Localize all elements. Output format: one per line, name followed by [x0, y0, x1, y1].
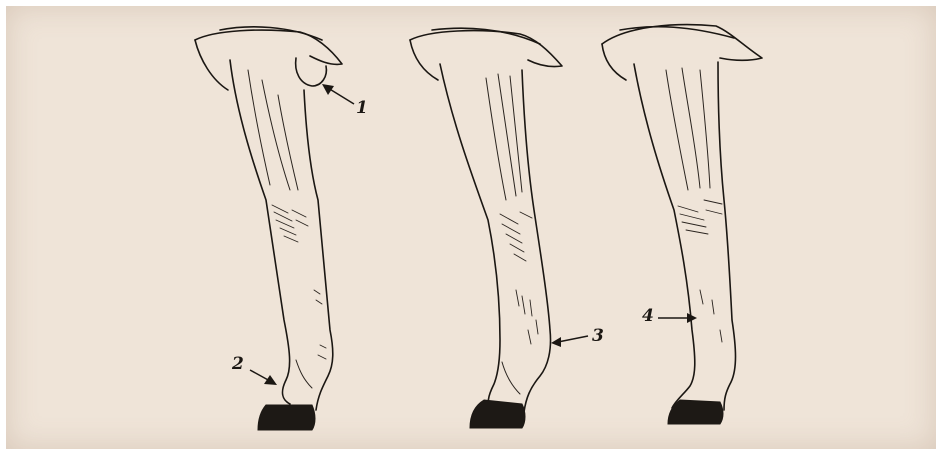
leg-drawing-1: [195, 27, 342, 430]
arrow-1: [322, 84, 354, 104]
arrow-3: [551, 336, 588, 347]
callout-1: 1: [356, 100, 368, 117]
hoof-2: [470, 400, 525, 428]
callout-4: 4: [642, 308, 654, 325]
callout-2: 2: [232, 356, 244, 373]
leg-drawing-2: [410, 28, 562, 428]
hoof-1: [258, 405, 315, 430]
arrow-2: [250, 370, 277, 385]
hoof-3: [668, 400, 723, 424]
leg-drawing-3: [602, 25, 762, 424]
callout-3: 3: [592, 328, 604, 345]
